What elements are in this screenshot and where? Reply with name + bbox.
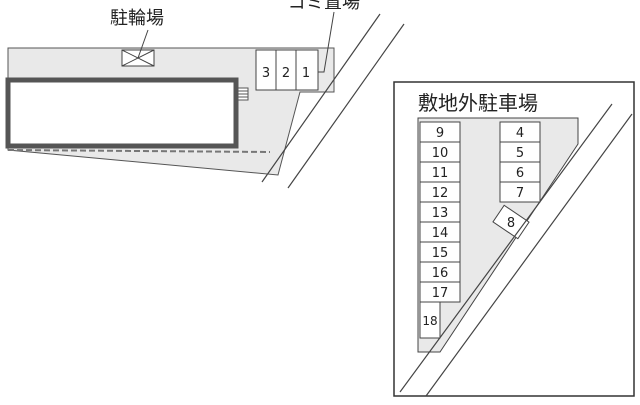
inset-road-edge-east bbox=[425, 113, 633, 397]
parking-space-11: 11 bbox=[432, 166, 449, 181]
parking-space-6: 6 bbox=[516, 166, 524, 181]
parking-space-16: 16 bbox=[432, 266, 449, 281]
road-edge-west bbox=[261, 13, 381, 183]
garbage-slot-3: 3 bbox=[262, 66, 270, 81]
garbage-slot-2: 2 bbox=[282, 66, 290, 81]
building-walkway bbox=[7, 149, 271, 153]
parking-space-8-box bbox=[492, 204, 530, 240]
parking-space-12: 12 bbox=[432, 186, 449, 201]
parking-space-4: 4 bbox=[516, 126, 524, 141]
parking-space-7: 7 bbox=[516, 186, 524, 201]
parking-space-13: 13 bbox=[432, 206, 449, 221]
garbage-slots: 3 2 1 bbox=[255, 49, 319, 91]
parking-space-9: 9 bbox=[436, 126, 444, 141]
parking-left-column: 9 10 11 12 13 14 15 16 17 bbox=[419, 121, 461, 303]
inset-road-edge-west bbox=[399, 103, 613, 393]
parking-space-14: 14 bbox=[432, 226, 449, 241]
bicycle-parking-leader bbox=[137, 29, 149, 59]
parking-space-8: 8 bbox=[507, 216, 515, 231]
parking-space-15: 15 bbox=[432, 246, 449, 261]
road-edge-east bbox=[287, 23, 405, 189]
garbage-area-label: ゴミ置場 bbox=[288, 0, 360, 13]
parking-right-column: 4 5 6 7 bbox=[499, 121, 541, 203]
parking-space-10: 10 bbox=[432, 146, 449, 161]
garbage-area-leader bbox=[318, 11, 335, 73]
parking-space-18-box: 18 bbox=[419, 301, 441, 339]
bicycle-parking-label: 駐輪場 bbox=[110, 8, 164, 29]
offsite-parking-label: 敷地外駐車場 bbox=[418, 91, 538, 115]
stairs bbox=[237, 87, 249, 101]
parking-space-18: 18 bbox=[422, 314, 437, 328]
garbage-slot-1: 1 bbox=[302, 66, 310, 81]
parking-space-5: 5 bbox=[516, 146, 524, 161]
parking-space-17: 17 bbox=[432, 286, 449, 301]
building bbox=[5, 77, 239, 149]
